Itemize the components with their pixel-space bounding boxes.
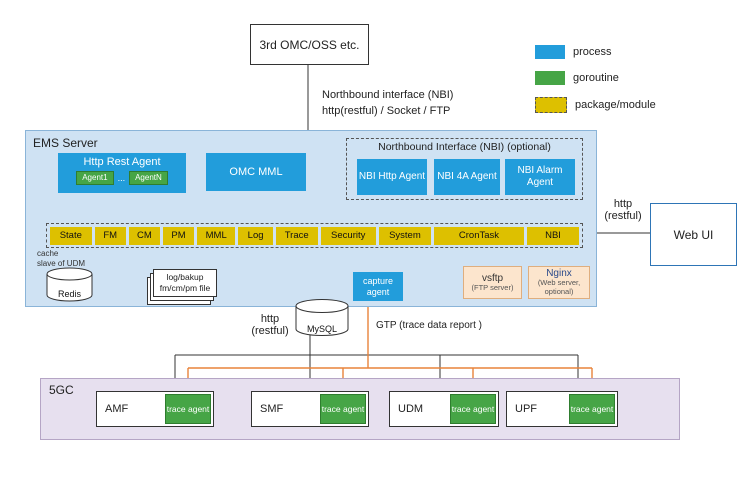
http-rest-agent-box: Http Rest Agent Agent1 ... AgentN [58, 153, 186, 193]
legend-item-process: process [535, 45, 656, 59]
agents-row: Agent1 ... AgentN [76, 171, 168, 185]
agentn-chip: AgentN [129, 171, 168, 185]
nbi-group-box: Northbound Interface (NBI) (optional) NB… [346, 138, 583, 200]
legend-item-package: package/module [535, 97, 656, 113]
udm-trace-agent-box: trace agent [450, 394, 496, 424]
amf-box: AMF trace agent [96, 391, 214, 427]
upf-trace-agent-box: trace agent [569, 394, 615, 424]
legend-goroutine-label: goroutine [573, 72, 619, 84]
webui-http-restful-label: http (restful) [604, 198, 642, 222]
module-state: State [50, 226, 92, 245]
vsftp-name: vsftp [481, 272, 504, 284]
module-crontask: CronTask [433, 226, 525, 245]
nbi-label-line2: http(restful) / Socket / FTP [322, 104, 451, 117]
smf-trace-agent-box: trace agent [320, 394, 366, 424]
capture-agent-label: capture agent [362, 276, 394, 297]
legend-process-label: process [573, 46, 612, 58]
files-label-line1: log/bakup [166, 272, 204, 283]
legend-item-goroutine: goroutine [535, 71, 656, 85]
nbi-alarm-agent-label: NBI Alarm Agent [517, 165, 563, 188]
nbi-alarm-agent-box: NBI Alarm Agent [505, 159, 575, 195]
nbi-http-agent-box: NBI Http Agent [357, 159, 427, 195]
module-trace: Trace [275, 226, 318, 245]
amf-label: AMF [105, 403, 129, 415]
redis-note: cache slave of UDM [37, 249, 86, 268]
nginx-server-box: Nginx (Web server, optional) [528, 266, 590, 299]
module-mml: MML [197, 226, 236, 245]
nbi-4a-agent-box: NBI 4A Agent [434, 159, 500, 195]
northbound-interface-label: Northbound interface (NBI) http(restful)… [322, 88, 453, 120]
nbi-4a-agent-label: NBI 4A Agent [437, 171, 497, 182]
vsftp-server-box: vsftp (FTP server) [463, 266, 522, 299]
nbi-http-agent-label: NBI Http Agent [358, 171, 426, 182]
module-log: Log [238, 226, 273, 245]
module-row: State FM CM PM MML Log Trace Security Sy… [46, 223, 583, 248]
web-ui-label: Web UI [673, 227, 714, 242]
omc-mml-label: OMC MML [229, 166, 283, 178]
module-pm: PM [162, 226, 195, 245]
ems-server-container: EMS Server Http Rest Agent Agent1 ... Ag… [25, 130, 597, 336]
capture-agent-box: capture agent [353, 272, 403, 301]
goroutine-swatch-icon [535, 71, 565, 85]
udm-box: UDM trace agent [389, 391, 499, 427]
gtp-trace-report-label: GTP (trace data report ) [376, 320, 482, 331]
nginx-name: Nginx [546, 268, 572, 280]
module-security: Security [320, 226, 376, 245]
5gc-container: 5GC AMF trace agent SMF trace agent UDM … [40, 378, 680, 440]
omc-mml-box: OMC MML [206, 153, 306, 191]
files-label-line2: fm/cm/pm file [159, 283, 211, 293]
smf-label: SMF [260, 403, 284, 415]
amf-trace-agent-box: trace agent [165, 394, 211, 424]
process-swatch-icon [535, 45, 565, 59]
5gc-title: 5GC [49, 383, 74, 397]
mysql-database-icon: MySQL [295, 298, 349, 338]
http-rest-agent-label: Http Rest Agent [83, 156, 161, 168]
nbi-label-line1: Northbound interface (NBI) [322, 89, 454, 101]
upf-box: UPF trace agent [506, 391, 618, 427]
ems-server-title: EMS Server [33, 136, 98, 150]
log-files-icon: log/bakup fm/cm/pm file [147, 269, 221, 307]
agent1-chip: Agent1 [76, 171, 114, 185]
external-omc-oss-label: 3rd OMC/OSS etc. [259, 37, 360, 52]
module-system: System [378, 226, 431, 245]
upf-label: UPF [515, 403, 537, 415]
module-nbi: NBI [527, 226, 579, 245]
agents-ellipsis: ... [117, 172, 126, 183]
module-cm: CM [128, 226, 160, 245]
nbi-group-title: Northbound Interface (NBI) (optional) [378, 141, 551, 153]
vsftp-desc: (FTP server) [471, 282, 514, 292]
web-ui-box: Web UI [650, 203, 737, 266]
nginx-desc: (Web server, optional) [537, 278, 581, 296]
legend: process goroutine package/module [535, 45, 656, 113]
module-fm: FM [94, 226, 126, 245]
core-http-restful-label: http (restful) [251, 313, 289, 337]
mysql-label: MySQL [306, 324, 337, 334]
external-omc-oss-box: 3rd OMC/OSS etc. [250, 24, 369, 65]
smf-box: SMF trace agent [251, 391, 369, 427]
udm-label: UDM [398, 403, 424, 415]
redis-database-icon: Redis [46, 267, 93, 303]
file-sheet-front: log/bakup fm/cm/pm file [153, 269, 217, 297]
redis-label: Redis [57, 289, 81, 299]
package-swatch-icon [535, 97, 567, 113]
legend-package-label: package/module [575, 99, 656, 111]
